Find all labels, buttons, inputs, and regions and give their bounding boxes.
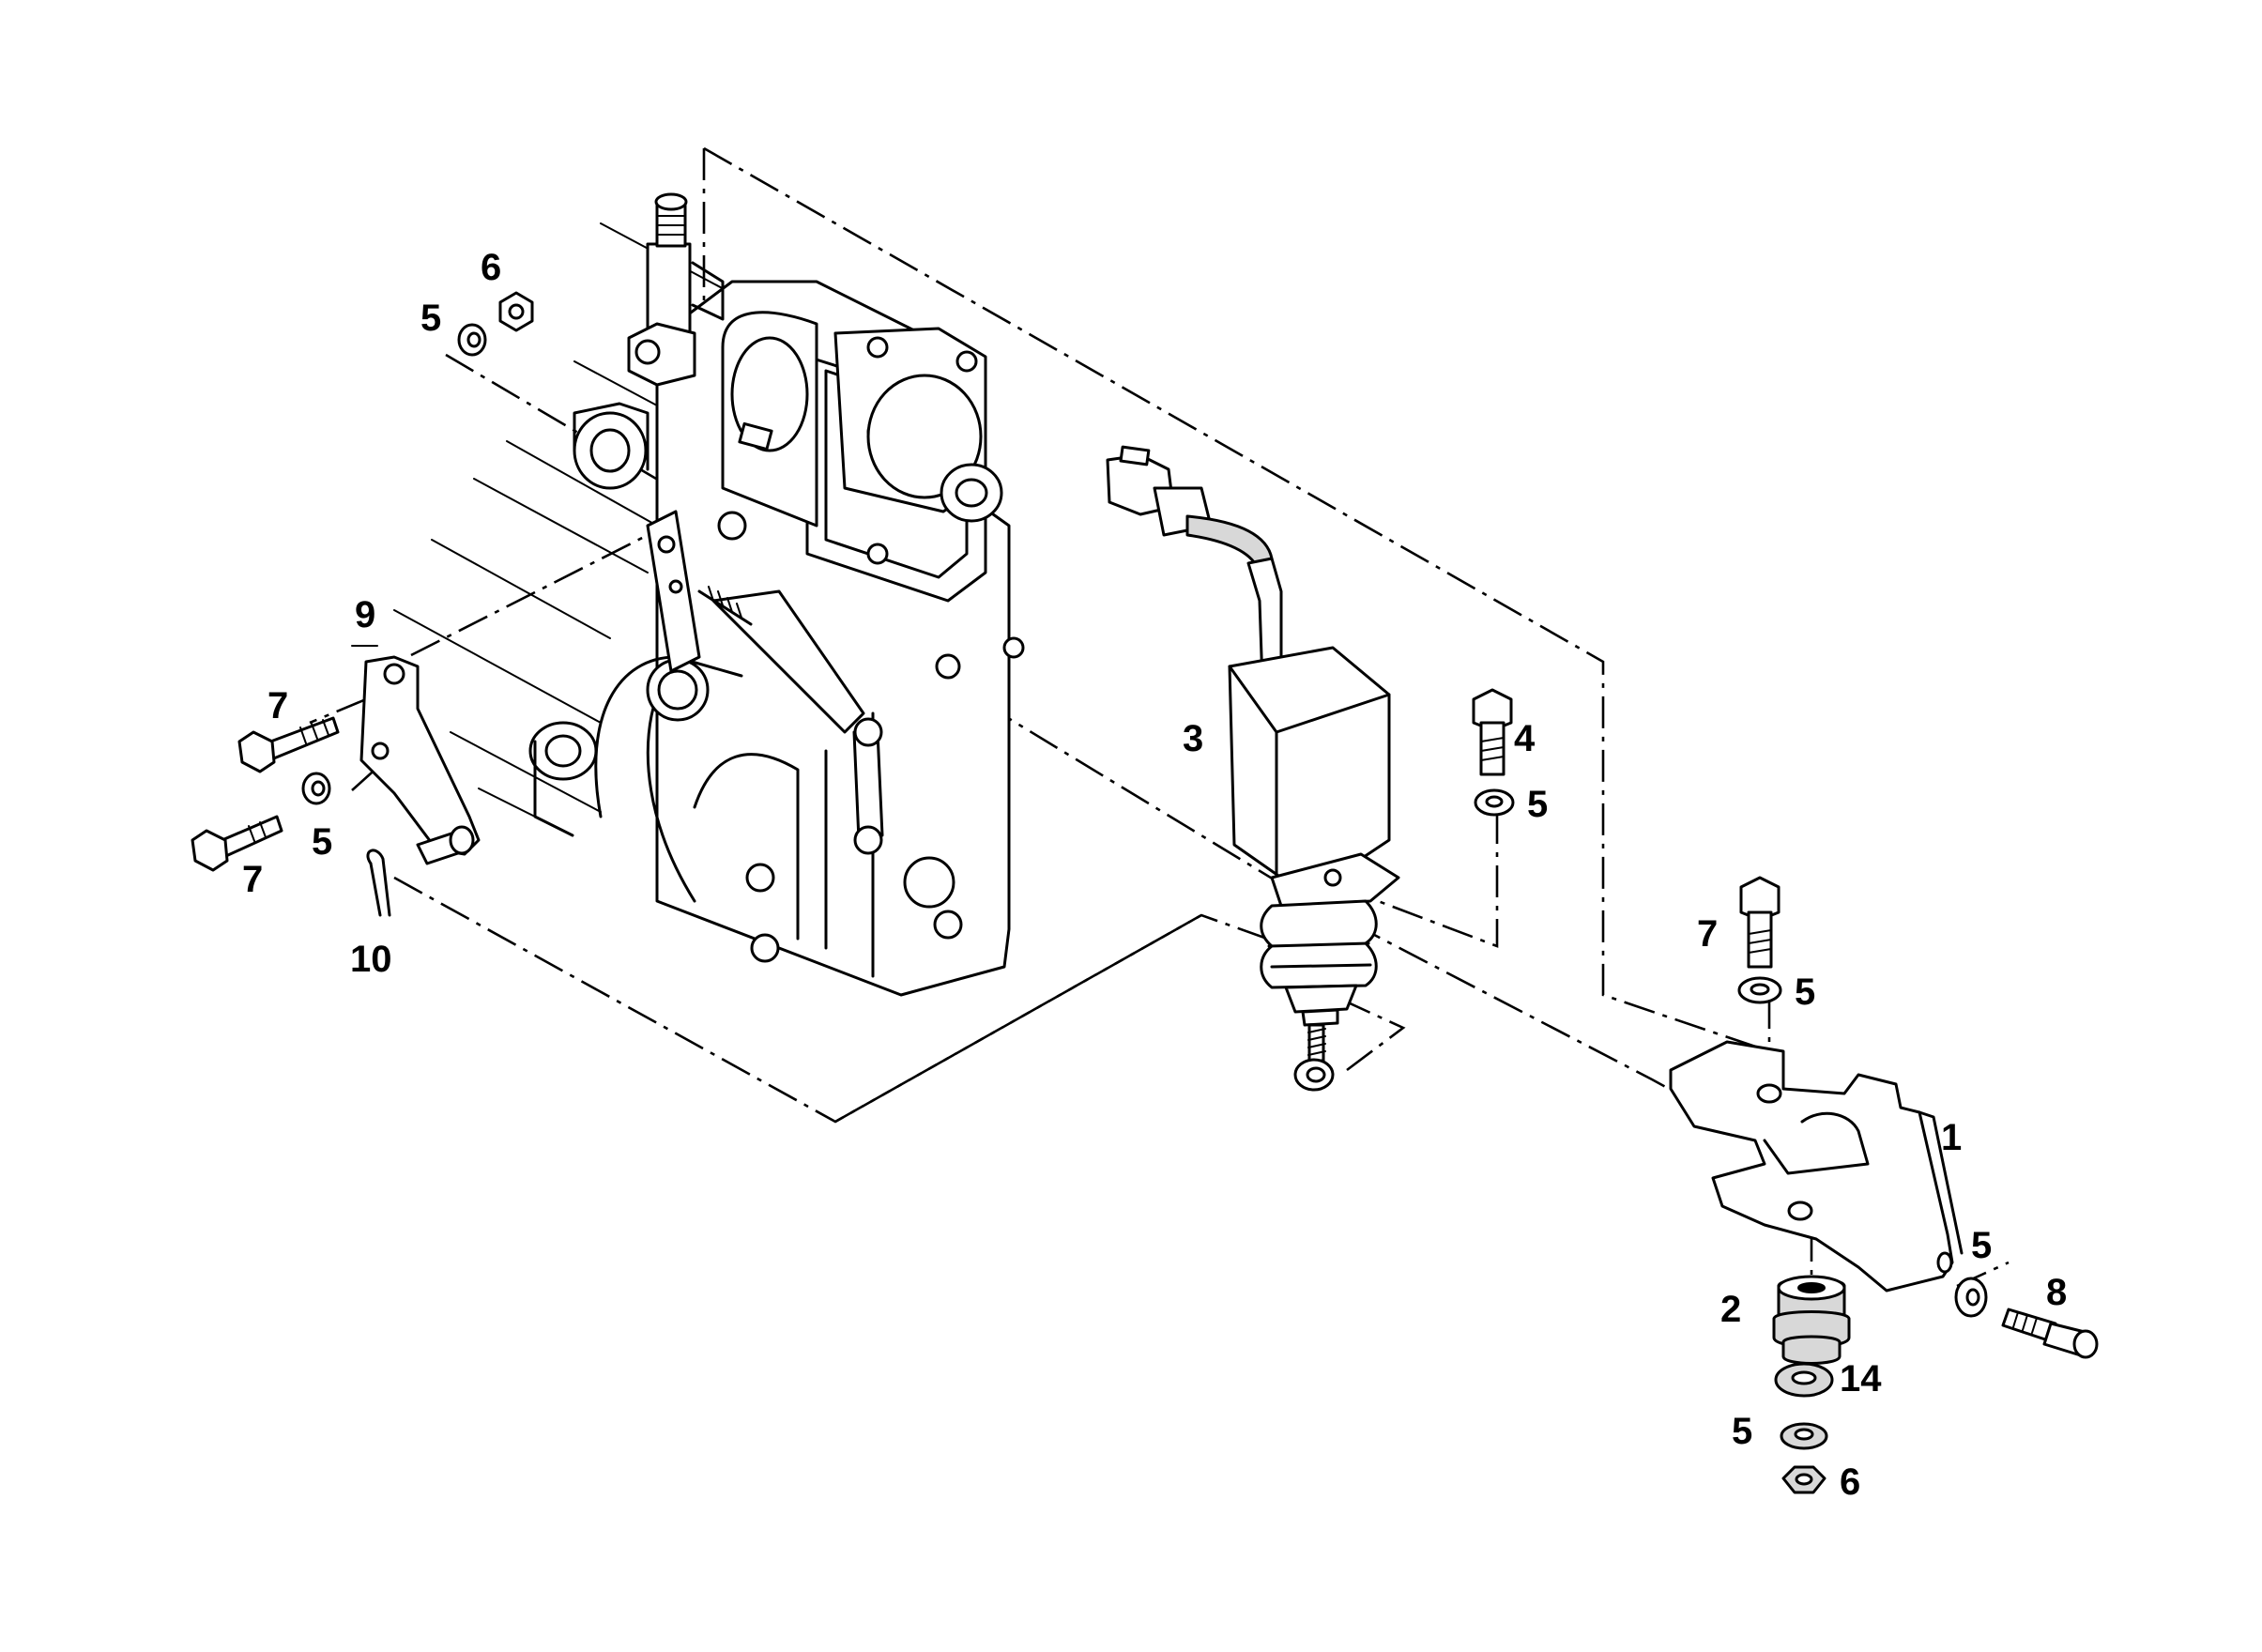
lever-9: [359, 655, 481, 865]
callout-7-lower: 7: [242, 859, 263, 900]
bolt-7-lower: [191, 815, 283, 872]
hex-nut-6-lower: [1781, 1465, 1826, 1494]
callout-7-bracket: 7: [1697, 913, 1718, 955]
bolt-7-bracket: [1739, 876, 1781, 969]
callout-1: 1: [1941, 1117, 1962, 1158]
callout-5-top: 5: [420, 298, 441, 339]
callout-7-upper: 7: [267, 685, 288, 727]
washer-5-lower: [1780, 1422, 1828, 1450]
bolt-4: [1472, 688, 1513, 776]
callout-5-bracket-side: 5: [1971, 1225, 1992, 1266]
callout-5-solenoid: 5: [1527, 784, 1548, 825]
stop-solenoid-3: [1106, 445, 1400, 1092]
callout-5-lower: 5: [1732, 1411, 1752, 1452]
mounting-bracket-1: [1669, 1040, 1964, 1293]
hex-nut-6-top: [498, 291, 534, 332]
callout-6-top: 6: [481, 247, 501, 288]
callout-labels: 6 5 9 7 7 5 10 3 4 5 7 5 1 5 8 2 14 5 6: [242, 247, 2067, 1503]
washer-5-left: [301, 772, 331, 805]
callout-14: 14: [1840, 1358, 1882, 1400]
bolt-7-upper: [237, 716, 340, 773]
callout-3: 3: [1183, 718, 1203, 759]
callout-9: 9: [355, 594, 375, 635]
injection-pump-assembly: [393, 192, 1025, 997]
washer-5-bracket-top: [1737, 976, 1782, 1004]
callout-10: 10: [350, 939, 392, 980]
washer-5-top: [457, 323, 487, 357]
callout-2: 2: [1720, 1289, 1741, 1330]
callout-5-left: 5: [312, 821, 332, 863]
bolt-8: [2001, 1308, 2099, 1359]
callout-8: 8: [2046, 1272, 2067, 1313]
callout-5-bracket-top: 5: [1795, 971, 1815, 1013]
washer-5-bracket-side: [1954, 1277, 1988, 1318]
callout-4: 4: [1514, 718, 1536, 759]
washer-5-solenoid: [1474, 788, 1515, 817]
callout-6-lower: 6: [1840, 1461, 1860, 1503]
cotter-pin-10: [366, 849, 391, 917]
washer-14: [1774, 1362, 1834, 1398]
rubber-mount-2: [1772, 1275, 1851, 1365]
